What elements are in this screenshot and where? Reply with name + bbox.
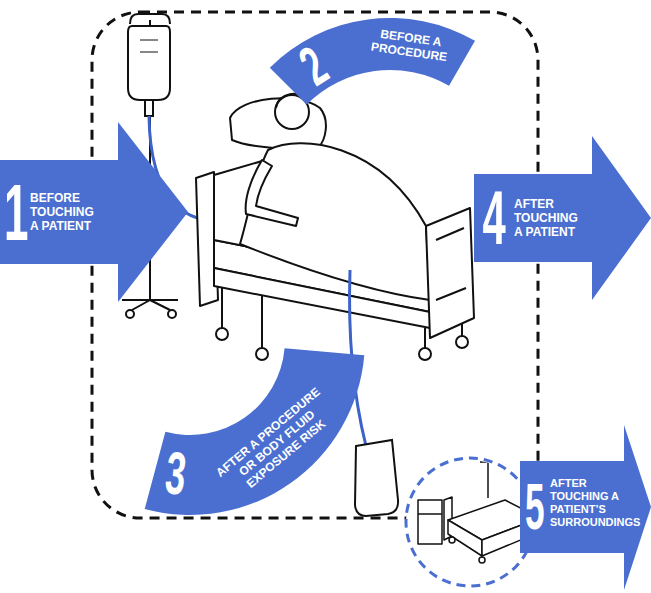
moment-label: AFTER TOUCHING A PATIENT	[514, 197, 586, 239]
surroundings-bed	[449, 537, 455, 543]
arrow-shape	[262, 10, 477, 120]
arrow-fill	[270, 18, 475, 105]
moment-arrow: 1BEFORE TOUCHING A PATIENT	[0, 122, 188, 302]
moment-label: BEFORE TOUCHING A PATIENT	[30, 191, 102, 233]
urine-bag	[355, 440, 398, 516]
iv-pole	[122, 300, 178, 310]
moment-number: 4	[482, 180, 505, 256]
iv-bag	[140, 40, 158, 52]
moment-arrow: 2BEFORE A PROCEDURE	[262, 10, 477, 120]
hospital-bed	[256, 348, 268, 360]
arrow-fill	[474, 136, 651, 300]
surroundings-bed	[448, 520, 482, 556]
hospital-bed	[196, 94, 474, 360]
arrow-fill	[0, 122, 188, 302]
hospital-bed	[240, 143, 430, 300]
moment-number: 1	[4, 173, 28, 253]
iv-bag	[128, 26, 170, 116]
moment-arrow: 5AFTER TOUCHING A PATIENT’S SURROUNDINGS	[520, 425, 651, 590]
hospital-bed	[216, 328, 228, 340]
hospital-bed	[419, 348, 431, 360]
surroundings-bed	[480, 462, 500, 498]
hospital-bed	[246, 160, 298, 226]
hospital-bed	[436, 228, 466, 300]
arrow-fill	[520, 425, 651, 590]
iv-pole	[126, 310, 134, 318]
moment-number: 5	[525, 475, 545, 539]
surroundings-outline	[406, 458, 534, 586]
iv-bag	[128, 26, 170, 100]
hospital-bed	[456, 336, 468, 348]
hospital-bed	[426, 208, 474, 338]
iv-bag	[145, 100, 153, 116]
patient-zone-outline	[92, 12, 538, 518]
surroundings-bed	[418, 513, 442, 515]
iv-pole	[130, 14, 170, 24]
surroundings-bed	[479, 557, 485, 563]
moment-arrow: 3AFTER A PROCEDURE OR BODY FLUID EXPOSUR…	[130, 330, 375, 520]
arrow-fill	[145, 348, 365, 515]
moment-arrow: 4AFTER TOUCHING A PATIENT	[474, 136, 651, 300]
surroundings-bed	[418, 500, 442, 544]
moment-label: AFTER TOUCHING A PATIENT’S SURROUNDINGS	[550, 477, 646, 528]
iv-pole	[168, 310, 176, 318]
